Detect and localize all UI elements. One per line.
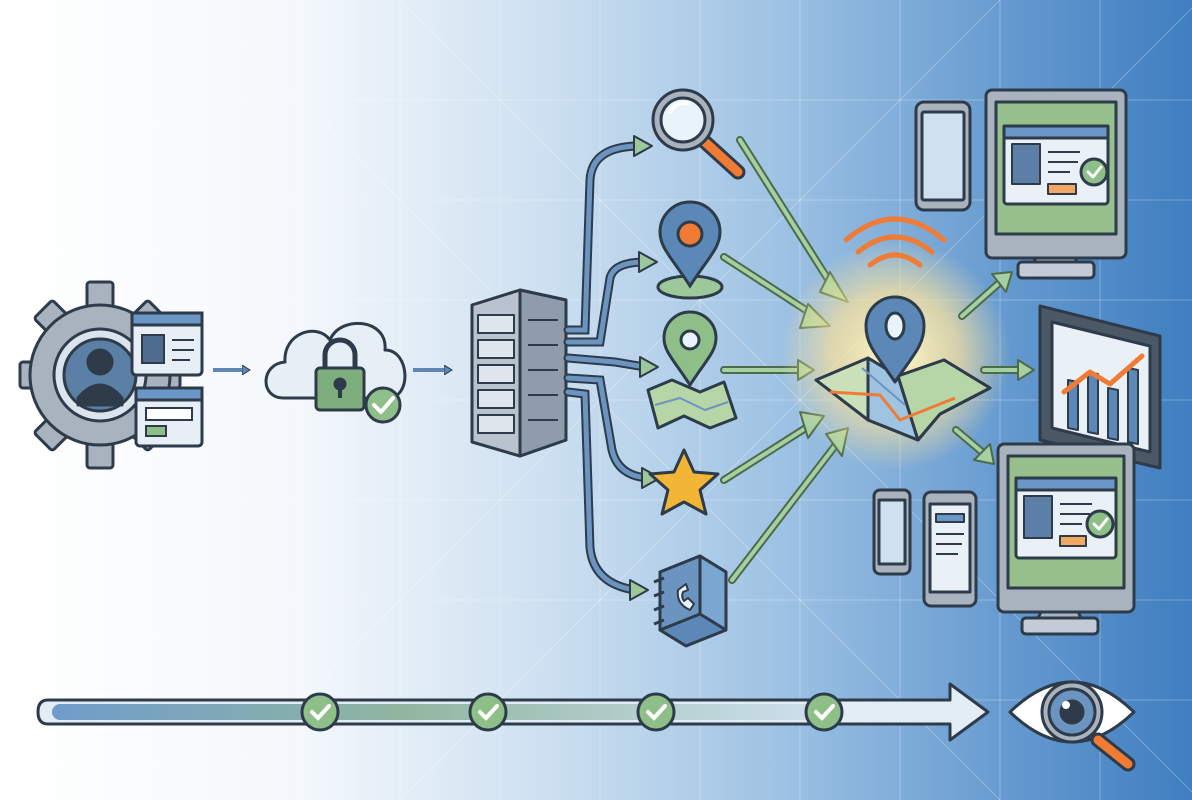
tablet-device-icon <box>914 100 972 212</box>
timeline-checkpoints <box>300 692 844 732</box>
mobile-phone-icon <box>872 488 912 576</box>
secure-cloud-lock-icon <box>264 321 407 424</box>
mobile-phone-profile-icon <box>922 490 978 608</box>
map-pin-icon <box>646 310 738 430</box>
checkmark-icon <box>478 704 499 721</box>
server-rack-icon <box>470 288 568 458</box>
timeline-checkpoint <box>804 692 844 732</box>
checkmark-icon <box>646 704 667 721</box>
timeline-checkpoint <box>300 692 340 732</box>
eye-magnifier-icon <box>1008 680 1136 772</box>
magnifier-icon <box>651 88 746 180</box>
location-pin-icon <box>656 200 724 300</box>
timeline-checkpoint <box>636 692 676 732</box>
timeline-checkpoint <box>468 692 508 732</box>
login-form-icon <box>134 386 204 448</box>
desktop-profile-screen <box>984 88 1128 280</box>
server-branch-arrows <box>563 135 661 601</box>
hub-to-output-arrows <box>952 271 1035 465</box>
mobile-devices-profile-screen <box>996 442 1136 636</box>
favorite-star-icon <box>648 448 720 516</box>
profile-card-icon <box>130 311 204 377</box>
address-book-icon <box>653 554 728 648</box>
checkmark-icon <box>814 704 835 721</box>
tablet-analytics-screen <box>1038 304 1162 470</box>
progress-timeline <box>36 682 990 742</box>
timeline-progress-fill <box>52 704 828 720</box>
geo-location-map-icon <box>780 216 1010 470</box>
checkmark-icon <box>310 704 331 721</box>
